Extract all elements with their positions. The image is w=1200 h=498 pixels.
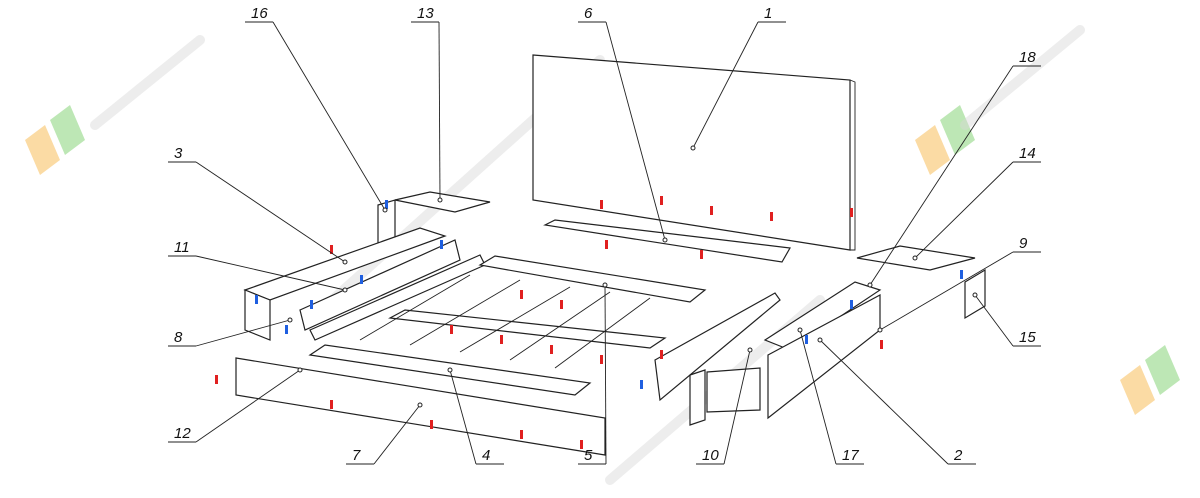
slat-frame-mid — [388, 309, 667, 349]
rail-panel — [543, 219, 791, 263]
fasteners — [215, 196, 963, 449]
callout-leader — [799, 329, 837, 465]
callout-number: 8 — [174, 329, 183, 346]
drawer-side — [689, 369, 706, 426]
shelf-panel — [394, 191, 491, 213]
slat-frame-back — [478, 255, 707, 303]
callout-anchor — [662, 237, 668, 243]
callout-anchor — [437, 197, 443, 203]
callout-9: 9 — [877, 235, 1041, 333]
callout-anchor — [382, 207, 388, 213]
callout-16: 16 — [245, 5, 388, 213]
callout-leader — [449, 369, 477, 465]
callout-2: 2 — [817, 337, 976, 465]
callout-number: 13 — [417, 5, 434, 22]
callout-leader — [195, 369, 301, 443]
callout-anchor — [867, 282, 873, 288]
callout-number: 2 — [953, 447, 963, 464]
callout-anchor — [602, 282, 608, 288]
callout-leader — [974, 294, 1014, 347]
right-box-top — [763, 281, 882, 351]
callout-leader — [438, 21, 441, 201]
callout-anchor — [877, 327, 883, 333]
callout-anchor — [297, 367, 303, 373]
callout-number: 9 — [1019, 235, 1028, 252]
callout-anchor — [972, 292, 978, 298]
callout-number: 7 — [352, 447, 361, 464]
callout-leader — [195, 161, 346, 263]
callout-leader — [195, 255, 346, 291]
callout-10: 10 — [696, 347, 753, 465]
callout-anchor — [342, 287, 348, 293]
callout-leader — [723, 349, 751, 465]
callout-1: 1 — [690, 5, 786, 151]
logo-mark — [25, 105, 1180, 415]
callout-4: 4 — [447, 367, 504, 465]
callout-anchor — [447, 367, 453, 373]
callout-13: 13 — [411, 5, 443, 203]
headboard-panel — [532, 54, 851, 251]
callout-number: 17 — [842, 447, 859, 464]
callout-leader — [272, 21, 386, 211]
callout-leader — [914, 161, 1014, 259]
callout-anchor — [817, 337, 823, 343]
callout-number: 12 — [174, 425, 191, 442]
callout-number: 10 — [702, 447, 719, 464]
callout-number: 14 — [1019, 145, 1036, 162]
callout-number: 3 — [174, 145, 183, 162]
callout-anchor — [747, 347, 753, 353]
callout-leader — [879, 251, 1014, 331]
callout-leader — [373, 404, 421, 465]
callout-8: 8 — [168, 317, 293, 347]
slats — [359, 274, 651, 369]
callout-15: 15 — [972, 292, 1041, 347]
callout-number: 4 — [482, 447, 490, 464]
callout-leader — [195, 319, 291, 347]
callout-11: 11 — [168, 239, 348, 293]
callout-number: 5 — [584, 447, 593, 464]
callout-5: 5 — [578, 282, 608, 465]
right-rail — [654, 292, 781, 402]
callout-anchor — [287, 317, 293, 323]
callout-leader — [692, 21, 759, 149]
callout-anchor — [797, 327, 803, 333]
callout-anchor — [690, 145, 696, 151]
callout-leader — [869, 65, 1014, 286]
callout-3: 3 — [168, 145, 348, 265]
callout-number: 6 — [584, 5, 593, 22]
callout-leader — [605, 21, 666, 241]
callout-18: 18 — [867, 49, 1041, 288]
callout-leader — [604, 284, 607, 465]
callout-7: 7 — [346, 402, 423, 465]
left-box-side — [299, 239, 461, 331]
callout-number: 1 — [764, 5, 772, 22]
callout-anchor — [912, 255, 918, 261]
callout-17: 17 — [797, 327, 864, 465]
callout-number: 15 — [1019, 329, 1036, 346]
callout-anchor — [342, 259, 348, 265]
callout-number: 11 — [174, 239, 190, 256]
callout-14: 14 — [912, 145, 1041, 261]
drawer-front — [706, 367, 761, 413]
callout-12: 12 — [168, 367, 303, 443]
callout-number: 18 — [1019, 49, 1036, 66]
callout-number: 16 — [251, 5, 268, 22]
callout-anchor — [417, 402, 423, 408]
callout-6: 6 — [578, 5, 668, 243]
callout-leader — [819, 339, 949, 465]
